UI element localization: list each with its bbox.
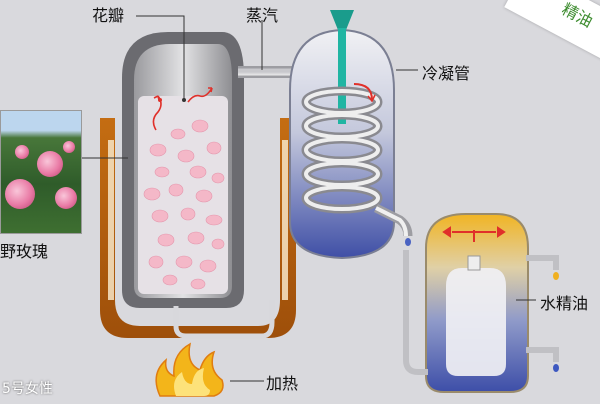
flame-icon — [155, 342, 224, 397]
label-heating: 加热 — [266, 374, 299, 393]
watermark: 5号女性 — [2, 381, 53, 397]
label-hydrolat-oil: 水精油 — [540, 294, 589, 313]
label-condenser: 冷凝管 — [422, 64, 471, 83]
separator-return-pipe — [403, 250, 428, 375]
separator-arrows — [442, 226, 506, 242]
label-wild-rose: 野玫瑰 — [0, 242, 49, 261]
oil-outlet-top — [526, 255, 559, 280]
water-jacket — [100, 118, 296, 338]
bottom-loop-pipe — [173, 300, 275, 339]
condenser-inlet — [330, 10, 354, 124]
coil-arrow — [353, 83, 373, 101]
water-outlet-bottom — [526, 347, 559, 372]
label-steam: 蒸汽 — [246, 6, 279, 25]
condenser-coil — [301, 86, 383, 214]
condensate-pipe — [373, 203, 413, 246]
leader-lines — [82, 15, 536, 382]
label-petals: 花瓣 — [92, 6, 125, 25]
wild-rose-photo — [0, 110, 82, 234]
rose-petals — [143, 119, 225, 290]
separator-vessel — [425, 213, 529, 393]
